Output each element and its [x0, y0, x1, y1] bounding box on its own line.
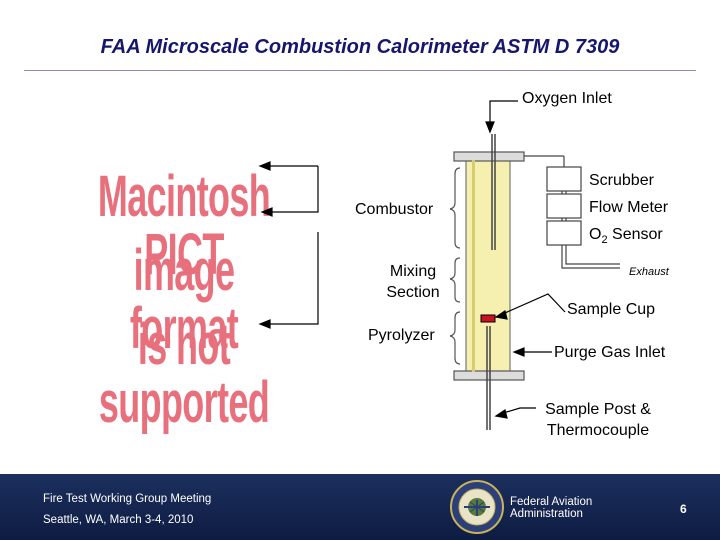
sample-post: [486, 326, 491, 430]
sample-cup-marker: [480, 314, 496, 323]
analyzer-train: [524, 155, 620, 269]
label-sample-post: Sample Post & Thermocouple: [528, 399, 668, 441]
label-mixing-line1: Mixing: [389, 263, 437, 280]
label-o2-suffix: Sensor: [607, 226, 663, 243]
combustion-tube: [453, 151, 525, 381]
label-o2-subscript: 2: [601, 234, 608, 247]
placeholder-line-3: is not supported: [98, 312, 270, 435]
footer-location-date: Seattle, WA, March 3-4, 2010: [43, 514, 194, 526]
callout-lines: [494, 293, 566, 419]
label-sample-cup: Sample Cup: [567, 301, 656, 318]
label-scrubber: Scrubber: [589, 172, 654, 189]
label-o2-sensor: O2 Sensor: [589, 226, 663, 246]
page-number: 6: [680, 502, 687, 516]
label-pyrolyzer: Pyrolyzer: [368, 327, 435, 344]
footer-agency-line1: Federal Aviation: [510, 496, 593, 508]
label-oxygen-inlet: Oxygen Inlet: [522, 90, 612, 107]
label-sample-post-line2: Thermocouple: [546, 422, 650, 439]
footer-meeting: Fire Test Working Group Meeting: [43, 493, 212, 505]
label-mixing-section: Mixing Section: [378, 261, 448, 303]
label-mixing-line2: Section: [386, 284, 440, 301]
slide-title: FAA Microscale Combustion Calorimeter AS…: [100, 36, 620, 58]
oxygen-inlet-tube: [485, 100, 518, 250]
footer-agency: Federal Aviation Administration: [510, 496, 592, 520]
label-exhaust: Exhaust: [629, 266, 669, 278]
label-flow-meter: Flow Meter: [589, 199, 669, 216]
pointer-lines: [258, 161, 319, 329]
faa-seal-icon: [450, 480, 504, 534]
footer-bar: [0, 474, 720, 540]
label-combustor: Combustor: [355, 201, 434, 218]
section-braces: [449, 167, 461, 365]
footer-agency-line2: Administration: [510, 508, 583, 520]
label-sample-post-line1: Sample Post &: [545, 401, 651, 418]
title-divider: [24, 70, 696, 71]
placeholder-line-2: image format: [129, 238, 239, 361]
label-o2-prefix: O: [589, 226, 602, 243]
unsupported-image-placeholder: Macintosh PICT image format is not suppo…: [36, 160, 332, 432]
placeholder-line-1: Macintosh PICT: [97, 164, 271, 287]
label-purge-gas-inlet: Purge Gas Inlet: [554, 344, 666, 361]
